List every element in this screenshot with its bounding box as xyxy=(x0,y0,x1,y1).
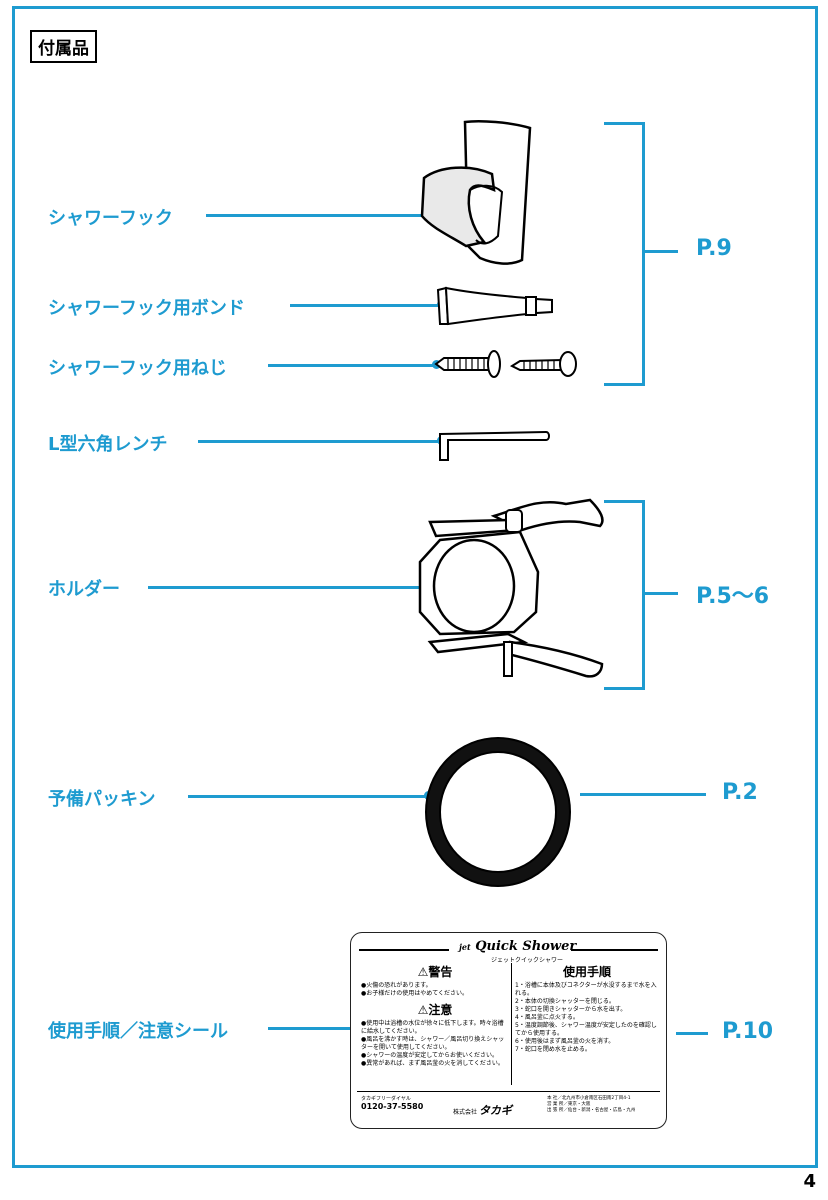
freedial: タカギフリーダイヤル 0120-37-5580 xyxy=(361,1096,424,1111)
page-ref-p5-6: P.5〜6 xyxy=(696,584,770,609)
label-hook-screw: シャワーフック用ねじ xyxy=(48,358,227,379)
sticker-brand: jet Quick Shower xyxy=(459,939,576,954)
address-line: 本 社／北九州市小倉南区石田南2丁目4-1 xyxy=(547,1096,631,1101)
page-frame xyxy=(12,6,818,1168)
leader-line xyxy=(268,364,438,367)
bracket-holder xyxy=(604,500,645,690)
caution-line: ●シャワーの温度が安定してからお使いください。 xyxy=(361,1052,499,1059)
address-line: 営 業 所／東京・大阪 xyxy=(547,1102,591,1107)
label-holder: ホルダー xyxy=(48,579,120,600)
step-line: 4・風呂釜に点火する。 xyxy=(515,1014,579,1021)
bond-tube-illustration xyxy=(436,286,553,326)
step-line: 6・使用後はまず風呂釜の火を消す。 xyxy=(515,1038,615,1045)
sticker-brand-prefix: jet xyxy=(459,942,471,952)
address-line: 出 張 所／仙台・新潟・名古屋・広島・九州 xyxy=(547,1108,636,1113)
sticker-warnings: ⚠警告 ●火傷の恐れがあります。 ●お子様だけの使用はやめてください。 ⚠注意 … xyxy=(361,963,509,1068)
label-spare-packing: 予備パッキン xyxy=(48,789,156,810)
sticker-footer: タカギフリーダイヤル 0120-37-5580 株式会社 タカギ 本 社／北九州… xyxy=(357,1091,660,1126)
divider xyxy=(571,949,658,951)
freedial-label: タカギフリーダイヤル xyxy=(361,1096,411,1102)
leader-line xyxy=(290,304,440,307)
step-line: 2・本体の切換シャッターを閉じる。 xyxy=(515,998,615,1005)
bracket-hook-group xyxy=(604,122,645,386)
warning-line: ●お子様だけの使用はやめてください。 xyxy=(361,990,469,997)
step-line: 7・蛇口を閉め水を止める。 xyxy=(515,1046,591,1053)
hex-wrench-illustration xyxy=(439,430,550,461)
page-ref-p10: P.10 xyxy=(722,1019,774,1044)
ref-connector xyxy=(676,1032,708,1035)
warning-line: ●火傷の恐れがあります。 xyxy=(361,982,432,989)
freedial-number: 0120-37-5580 xyxy=(361,1102,424,1111)
company-name: タカギ xyxy=(478,1104,512,1117)
steps-title: 使用手順 xyxy=(562,965,611,979)
screws-illustration xyxy=(434,350,577,378)
caution-line: ●異常があれば、まず風呂釜の火を消してください。 xyxy=(361,1060,504,1067)
step-line: 5・温度調節後、シャワー温度が安定したのを確認してから使用する。 xyxy=(515,1022,657,1037)
holder-illustration xyxy=(418,498,604,678)
leader-line xyxy=(198,440,438,443)
caution-title: ⚠注意 xyxy=(417,1003,453,1017)
sticker-brand-kana: ジェットクイックシャワー xyxy=(491,957,564,964)
step-line: 3・蛇口を開きシャッターから水を出す。 xyxy=(515,1006,627,1013)
leader-line xyxy=(188,795,428,798)
caution-line: ●風呂を沸かす時は、シャワー／風呂切り換えシャッターを開いて使用してください。 xyxy=(361,1036,505,1051)
bracket-connector xyxy=(642,250,678,253)
instruction-sticker: jet Quick Shower ジェットクイックシャワー ⚠警告 ●火傷の恐れ… xyxy=(350,932,667,1129)
divider xyxy=(359,949,449,951)
sticker-header: jet Quick Shower ジェットクイックシャワー xyxy=(359,939,658,964)
page-number: 4 xyxy=(803,1171,816,1192)
label-shower-hook: シャワーフック xyxy=(48,208,173,229)
label-instruction-sticker: 使用手順／注意シール xyxy=(48,1021,228,1042)
sticker-brand-name: Quick Shower xyxy=(475,939,577,954)
section-title: 付属品 xyxy=(30,30,97,63)
step-line: 1・浴槽に本体及びコネクターが水没するまで水を入れる。 xyxy=(515,982,657,997)
spare-packing-illustration xyxy=(425,737,571,887)
leader-line xyxy=(148,586,430,589)
caution-line: ●使用中は浴槽の水位が徐々に低下します。時々浴槽に給水してください。 xyxy=(361,1020,504,1035)
page-ref-p2: P.2 xyxy=(722,780,758,805)
page-ref-p9: P.9 xyxy=(696,236,732,261)
ref-connector xyxy=(580,793,706,796)
bracket-connector xyxy=(642,592,678,595)
company-address: 本 社／北九州市小倉南区石田南2丁目4-1 営 業 所／東京・大阪 出 張 所／… xyxy=(547,1096,635,1114)
company-logo: 株式会社 タカギ xyxy=(453,1102,512,1118)
label-hex-wrench: L型六角レンチ xyxy=(48,434,168,455)
label-hook-bond: シャワーフック用ボンド xyxy=(48,298,245,319)
sticker-steps: 使用手順 1・浴槽に本体及びコネクターが水没するまで水を入れる。 2・本体の切換… xyxy=(515,963,659,1054)
leader-line xyxy=(268,1027,354,1030)
leader-line xyxy=(206,214,440,217)
company-prefix: 株式会社 xyxy=(453,1109,478,1116)
warning-title: ⚠警告 xyxy=(417,965,453,979)
shower-hook-illustration xyxy=(420,120,532,265)
divider xyxy=(511,963,512,1085)
